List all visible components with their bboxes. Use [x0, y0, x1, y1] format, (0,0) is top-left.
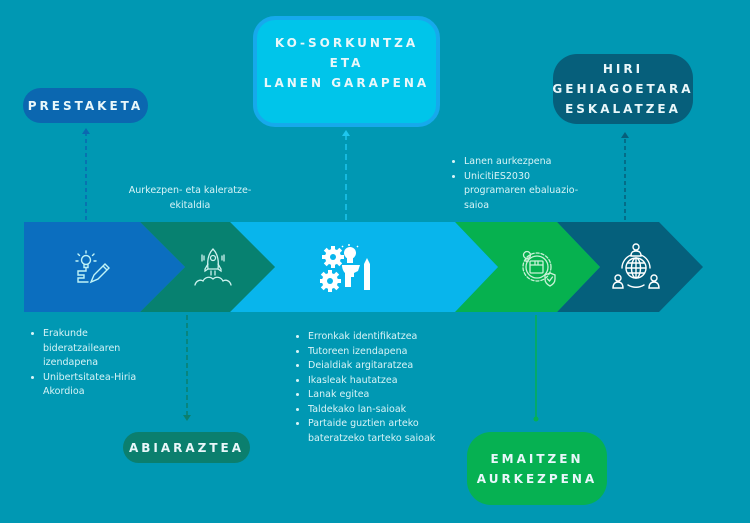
note-item: Lanen aurkezpena: [464, 155, 594, 170]
stage-box-prestaketa: PRESTAKETA: [23, 88, 148, 123]
stage-title: PRESTAKETA: [27, 98, 144, 113]
note-item: Lanak egitea: [308, 388, 458, 403]
note-item: Taldekako lan-saioak: [308, 403, 458, 418]
stage-box-emaitzen: EMAITZEN AURKEZPENA: [467, 432, 607, 505]
note-item: Erakunde bideratzailearen izendapena: [43, 327, 168, 371]
notes-abiaraztea: Aurkezpen- eta kaleratze-ekitaldia: [115, 184, 265, 213]
stage-box-kosorkuntza: KO-SORKUNTZA ETA LANEN GARAPENA: [253, 16, 440, 127]
stage-box-hiri: HIRI GEHIAGOETARA ESKALATZEA: [552, 54, 694, 124]
gears-lightbulb-pencil-icon: [320, 244, 370, 292]
note-item: Partaide guztien arteko bateratzeko tart…: [308, 417, 458, 446]
note-item: Tutoreen izendapena: [308, 345, 458, 360]
note-item: Erronkak identifikatzea: [308, 330, 458, 345]
note-item: Unibertsitatea-Hiria Akordioa: [43, 371, 168, 400]
lightbulb-pencil-icon: [75, 250, 110, 284]
connector-abiaraztea: [183, 315, 191, 421]
rocket-launch-icon: [194, 248, 232, 286]
note-list: Lanen aurkezpena UnicitiES2030 programar…: [449, 155, 594, 213]
notes-emaitzen: Lanen aurkezpena UnicitiES2030 programar…: [449, 155, 594, 213]
arrow-emaitzen: [455, 222, 600, 312]
connector-hiri: [621, 132, 629, 220]
notes-prestaketa: Erakunde bideratzailearen izendapena Uni…: [28, 327, 168, 400]
gear-box-shield-icon: [522, 250, 556, 287]
note-item: Deialdiak argitaratzea: [308, 359, 458, 374]
note-list: Erronkak identifikatzea Tutoreen izendap…: [293, 330, 458, 446]
notes-kosorkuntza: Erronkak identifikatzea Tutoreen izendap…: [293, 330, 458, 446]
note-item: Ikasleak hautatzea: [308, 374, 458, 389]
stage-box-abiaraztea: ABIARAZTEA: [123, 432, 250, 463]
stage-title: ABIARAZTEA: [128, 440, 245, 455]
globe-people-icon: [612, 243, 660, 289]
note-text: Aurkezpen- eta kaleratze-ekitaldia: [128, 185, 252, 211]
stage-title-line: AURKEZPENA: [476, 471, 598, 486]
stage-title-line: GEHIAGOETARA: [552, 82, 694, 96]
stage-title-line: HIRI: [602, 62, 644, 76]
note-list: Erakunde bideratzailearen izendapena Uni…: [28, 327, 168, 400]
stage-title-line: EMAITZEN: [490, 451, 584, 466]
connector-prestaketa: [82, 128, 90, 220]
arrow-hiri: [557, 222, 703, 312]
stage-title-line: ESKALATZEA: [565, 102, 681, 116]
connector-emaitzen: [533, 315, 539, 422]
stage-title-line: KO-SORKUNTZA ETA: [274, 35, 419, 70]
connector-kosorkuntza: [342, 130, 350, 220]
stage-title-line: LANEN GARAPENA: [263, 75, 430, 90]
note-item: UnicitiES2030 programaren ebaluazio-saio…: [464, 170, 594, 214]
